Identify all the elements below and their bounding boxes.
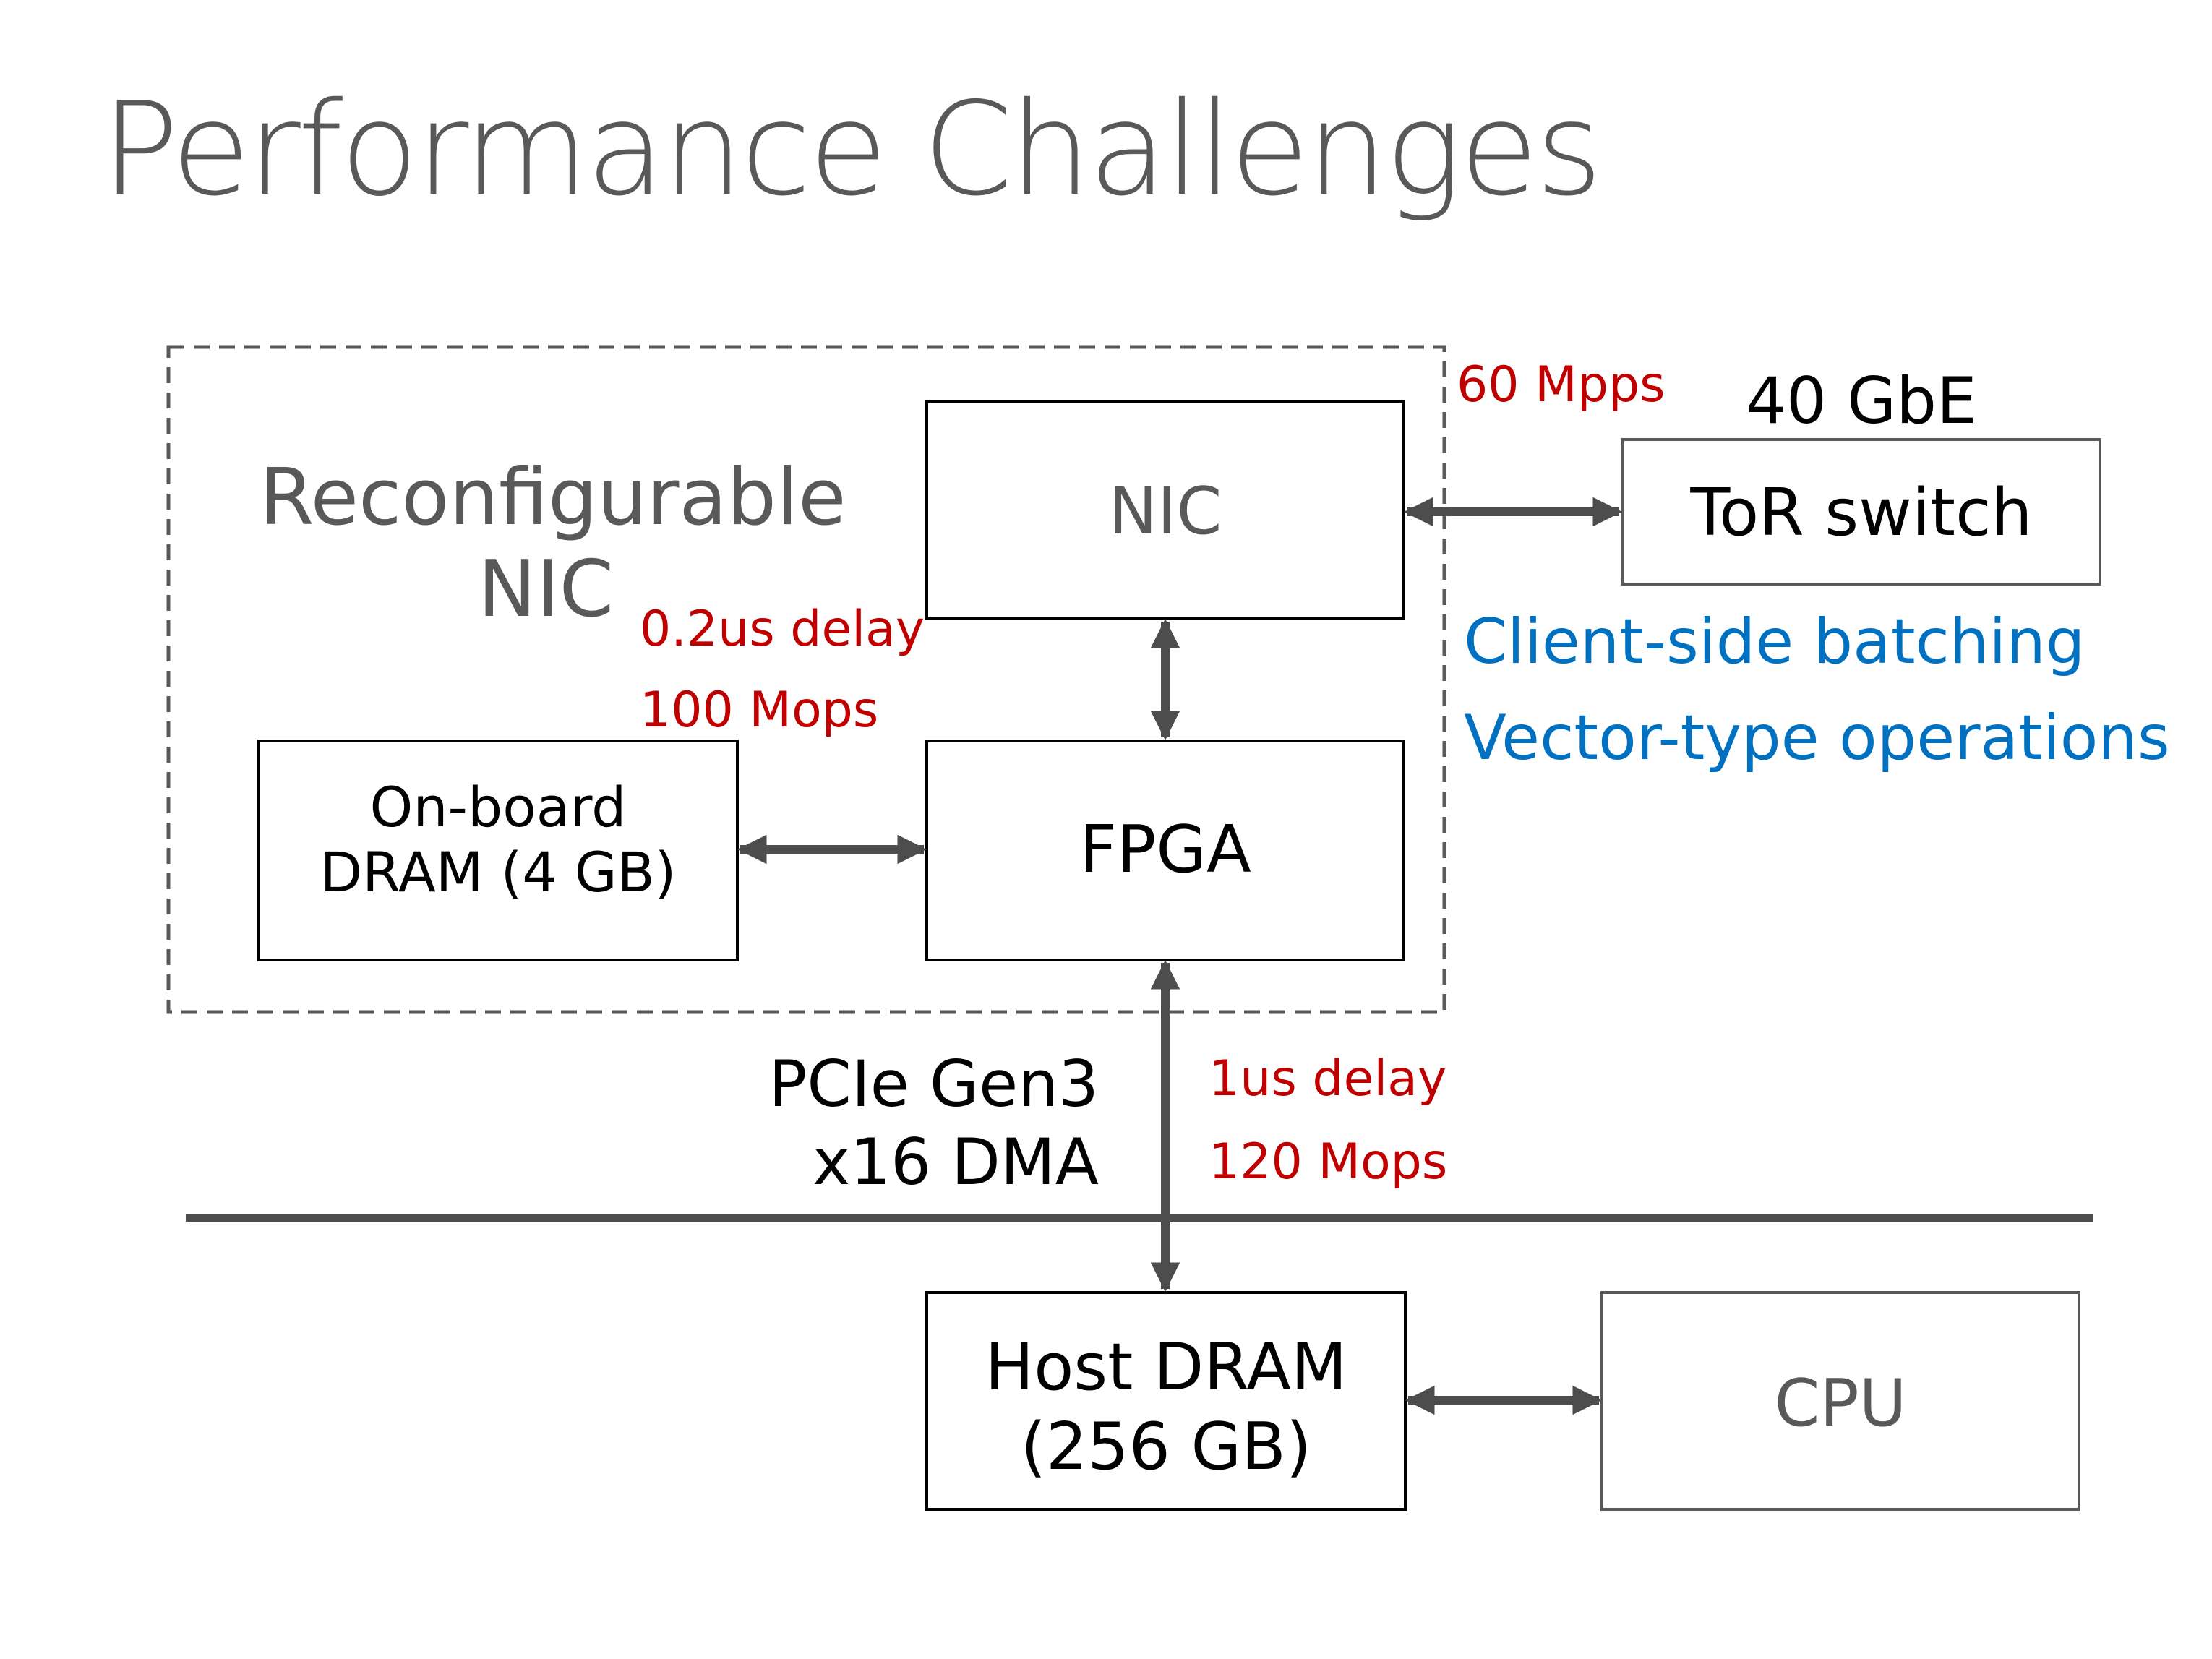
onboard-dram-label-line2: DRAM (4 GB) [320,840,677,904]
pcie-label-line2: x16 DMA [813,1125,1099,1199]
host-dram-block [925,1291,1407,1511]
group-label-line2: NIC [478,544,614,635]
host-dram-label-line1: Host DRAM [985,1329,1347,1405]
nic-block [925,400,1405,620]
solution-batching: Client-side batching [1464,606,2085,678]
link-speed-annotation: 40 GbE [1746,364,1977,438]
pcie-label-line1: PCIe Gen3 [768,1047,1099,1121]
tor-switch-label: ToR switch [1689,475,2032,551]
fpga-label: FPGA [1079,812,1251,888]
cpu-label: CPU [1775,1366,1907,1441]
host-dram-label-line2: (256 GB) [1021,1409,1311,1485]
onboard-dram-block [257,740,739,961]
onboard-delay-annotation: 0.2us delay [640,601,925,658]
nic-rate-annotation: 60 Mpps [1457,356,1666,413]
onboard-dram-label-line1: On-board [370,775,627,839]
group-label-line1: Reconfigurable [260,453,846,543]
solution-vector-ops: Vector-type operations [1464,702,2170,774]
reconfigurable-nic-group [166,345,1446,1014]
pcie-delay-annotation: 1us delay [1209,1050,1446,1107]
nic-label: NIC [1109,473,1222,549]
onboard-ops-annotation: 100 Mops [640,682,878,739]
tor-switch-block [1621,438,2101,586]
pcie-ops-annotation: 120 Mops [1209,1133,1447,1191]
slide-title: Performance Challenges [101,74,1603,224]
